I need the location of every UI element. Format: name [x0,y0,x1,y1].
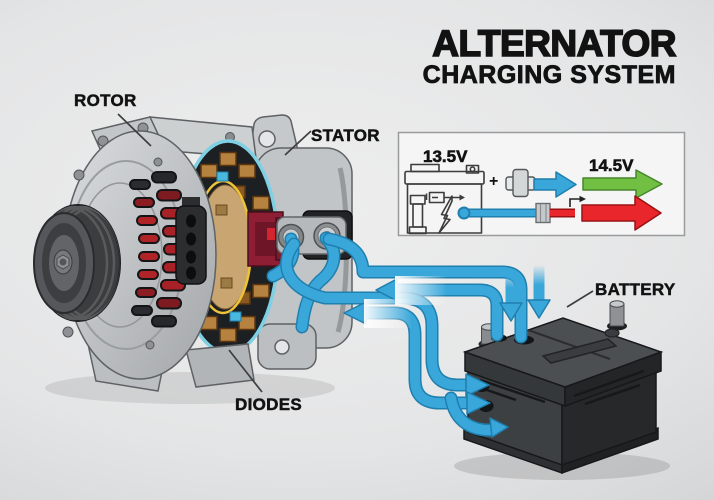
title-line-2: CHARGING SYSTEM [422,60,676,89]
plus-sign: + [489,173,499,190]
blue-flow-arrow-icon [533,171,577,198]
stator-wire-clip [216,171,229,182]
flow-arrow-down-icon [527,299,551,319]
mini-arrow-icon [459,194,465,201]
voltage-inset-panel [397,131,686,237]
stator-wire-clip [229,311,242,322]
flow-arrow-right-icon [465,373,490,397]
label-battery: BATTERY [595,280,676,300]
alternator-front-housing [62,116,255,392]
red-output-arrow-icon [581,195,662,231]
case-slots [479,369,645,406]
pulley [33,204,121,322]
regulator-block [175,197,207,285]
page-title: ALTERNATOR CHARGING SYSTEM [422,23,677,89]
leader-lines [117,113,594,393]
flow-arrow-corner-icon [489,417,509,438]
label-diodes: DIODES [235,395,302,415]
label-rotor: ROTOR [74,91,137,111]
green-output-arrow-icon [582,169,663,199]
alternator-illustration [33,114,353,404]
wire-connector-icon [535,202,551,224]
label-stator: STATOR [311,126,380,146]
inset-wires [457,195,586,224]
current-flow-pipes [266,231,551,438]
flow-arrow-right-icon [466,391,491,415]
step-arrow-icon [579,195,586,203]
lid-handle-recess [541,338,618,364]
battery-illustration [454,300,670,480]
vent-cap [604,328,620,338]
flow-arrow-down-icon [499,302,523,322]
lightning-bolt-icon [438,195,453,234]
fuse-icon [505,168,536,198]
title-line-1: ALTERNATOR [431,23,677,64]
alternator-voltage-value: 14.5V [589,156,634,176]
battery-voltage-value: 13.5V [423,147,468,167]
